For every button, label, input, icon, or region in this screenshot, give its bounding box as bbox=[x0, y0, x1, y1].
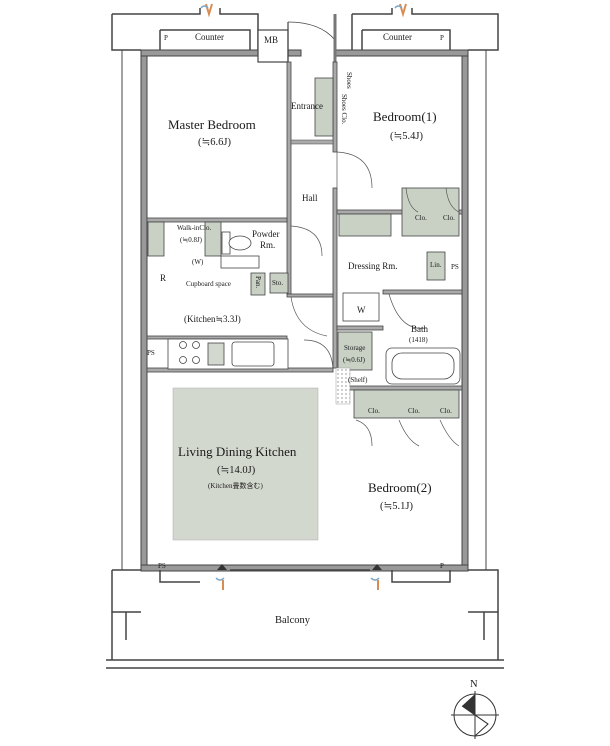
p-label-top-right: P bbox=[440, 34, 444, 42]
walkin-closet-w: (W) bbox=[192, 258, 204, 266]
powder-room-line2: Rm. bbox=[260, 240, 276, 250]
ldk-rug bbox=[172, 387, 319, 541]
entrance-notch bbox=[257, 14, 337, 63]
storage-size: (≒0.6J) bbox=[343, 356, 366, 364]
compass-north-label: N bbox=[470, 679, 478, 690]
balcony-walls bbox=[106, 569, 504, 669]
mb-label: MB bbox=[264, 35, 279, 45]
toilet bbox=[220, 231, 260, 269]
r-label: R bbox=[160, 273, 167, 283]
entrance-label: Entrance bbox=[291, 101, 323, 111]
p-label-bottom-right: P bbox=[440, 562, 444, 570]
ps-label-left: PS bbox=[147, 349, 155, 357]
counter-right-label: Counter bbox=[383, 32, 412, 42]
bedroom2-size: (≒5.1J) bbox=[380, 501, 414, 512]
powder-room-line1: Powder bbox=[252, 229, 280, 239]
exterior-walls bbox=[121, 49, 487, 572]
walkin-closet-name: Walk-inClo. bbox=[177, 224, 212, 232]
w-label: W bbox=[357, 305, 366, 315]
shoes-closet-label: Shoes Clo. bbox=[340, 94, 348, 125]
compass-rose bbox=[451, 691, 499, 739]
closet-label-1: Clo. bbox=[415, 214, 427, 222]
counter-left-label: Counter bbox=[195, 32, 224, 42]
linen-label: Lin. bbox=[430, 261, 442, 269]
closet-label-4: Clo. bbox=[408, 407, 420, 415]
kitchen-counter bbox=[167, 338, 289, 370]
hall-label: Hall bbox=[302, 193, 318, 203]
closet-label-3: Clo. bbox=[368, 407, 380, 415]
master-bedroom-size: (≒6.6J) bbox=[198, 137, 232, 148]
cupboard-label: Cupboard space bbox=[186, 280, 231, 288]
ps-label-right: PS bbox=[451, 263, 459, 271]
shoes-label: Shoes bbox=[345, 72, 353, 89]
bedroom2-name: Bedroom(2) bbox=[368, 480, 432, 495]
bath-name: Bath bbox=[411, 324, 428, 334]
shelf-hatch bbox=[335, 367, 351, 405]
balcony-label: Balcony bbox=[275, 615, 310, 626]
bedroom1-name: Bedroom(1) bbox=[373, 109, 437, 124]
vent-marks bbox=[200, 3, 407, 590]
ldk-name: Living Dining Kitchen bbox=[178, 444, 297, 459]
walkin-closet-size: (≒0.8J) bbox=[180, 236, 203, 244]
ldk-note: (Kitchen畳数含む) bbox=[208, 482, 263, 490]
bathtub bbox=[385, 347, 461, 385]
closet-label-2: Clo. bbox=[443, 214, 455, 222]
kitchen-label: (Kitchen≒3.3J) bbox=[184, 314, 241, 324]
pantry-label: Pan. bbox=[254, 276, 262, 289]
sto-label: Sto. bbox=[272, 279, 284, 287]
storage-blocks bbox=[147, 77, 460, 419]
storage-shelf: (Shelf) bbox=[348, 376, 368, 384]
closet-label-5: Clo. bbox=[440, 407, 452, 415]
storage-name: Storage bbox=[344, 344, 366, 352]
bath-size: (1418) bbox=[409, 336, 428, 344]
ps-label-bottom-left: PS bbox=[158, 562, 166, 570]
top-niches bbox=[111, 8, 499, 51]
p-label-top-left: P bbox=[164, 34, 168, 42]
master-bedroom-name: Master Bedroom bbox=[168, 117, 256, 132]
dressing-room-label: Dressing Rm. bbox=[348, 261, 398, 271]
interior-walls bbox=[146, 61, 463, 391]
door-swings bbox=[290, 151, 460, 447]
washbasin bbox=[342, 292, 380, 322]
ldk-size: (≒14.0J) bbox=[217, 465, 256, 476]
bedroom1-size: (≒5.4J) bbox=[390, 131, 424, 142]
